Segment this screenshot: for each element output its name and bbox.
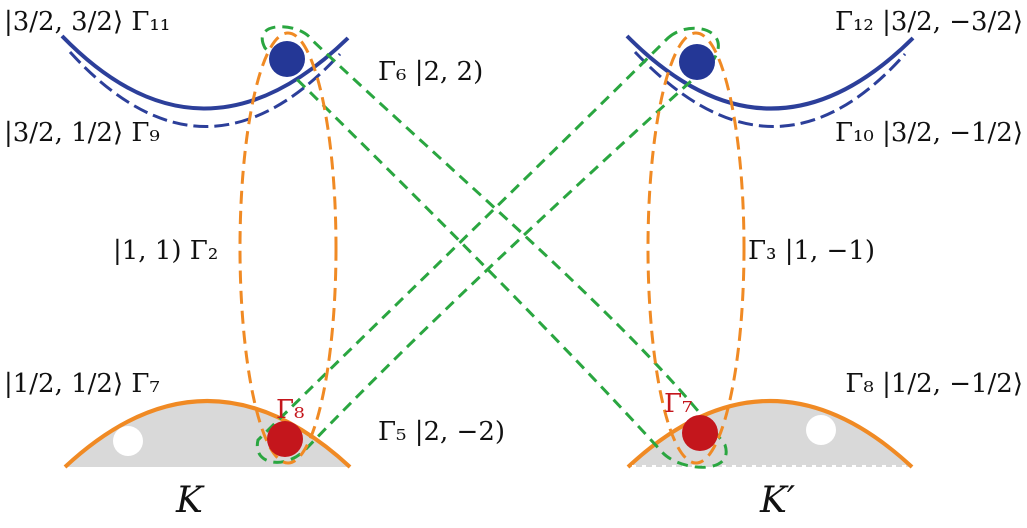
electron-k: [269, 41, 305, 77]
conduction-band-k-lower: [68, 50, 342, 128]
label-kp-hole-irrep: Γ₇: [664, 389, 692, 419]
label-valley-kp: K′: [759, 480, 795, 521]
electron-kp: [679, 44, 715, 80]
bright-exciton-loop-kp: [646, 31, 746, 465]
label-kp-vb: Γ₈ |1/2, −1/2⟩: [845, 369, 1023, 399]
conduction-band-kp-lower: [633, 50, 907, 128]
conduction-band-kp-upper: [625, 34, 915, 111]
label-k-cb-upper: |3/2, 3/2⟩ Γ₁₁: [4, 7, 170, 37]
conduction-band-k-upper: [60, 34, 350, 111]
dark-exciton-loop-1: [260, 25, 728, 469]
label-k-bright: |1, 1) Γ₂: [113, 236, 218, 266]
label-k-cb-lower: |3/2, 1/2⟩ Γ₉: [4, 118, 160, 148]
label-k-hole-irrep: Γ₈: [276, 395, 304, 425]
label-kp-cb-upper: Γ₁₂ |3/2, −3/2⟩: [835, 7, 1023, 37]
hole-red-k: [267, 421, 303, 457]
valence-band-kp: [626, 399, 914, 469]
label-dark-lower: Γ₅ |2, −2): [378, 417, 505, 447]
label-dark-upper: Γ₆ |2, 2): [378, 57, 483, 87]
label-kp-bright: Γ₃ |1, −1): [748, 236, 875, 266]
label-k-vb: |1/2, 1/2⟩ Γ₇: [4, 369, 160, 399]
hole-kp: [806, 415, 836, 445]
dark-exciton-loop-2: [255, 26, 720, 464]
bright-exciton-loop-k: [238, 31, 338, 465]
label-valley-k: K: [175, 480, 205, 521]
label-kp-cb-lower: Γ₁₀ |3/2, −1/2⟩: [835, 118, 1023, 148]
hole-k: [113, 426, 143, 456]
hole-red-kp: [682, 415, 718, 451]
